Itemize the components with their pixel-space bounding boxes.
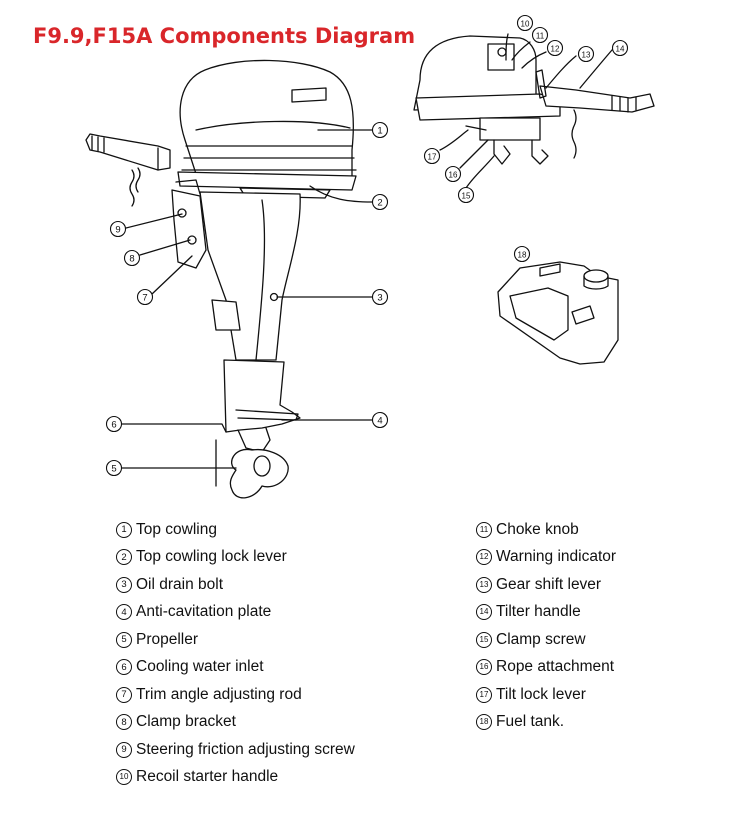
legend-number: 11 [476,521,492,538]
legend-label: Rope attachment [496,658,615,676]
callout-16-number: 16 [449,171,458,180]
legend-label: Anti-cavitation plate [136,603,272,621]
legend-label: Clamp screw [496,630,586,648]
callout-7-number: 7 [142,293,147,304]
callout-9-number: 9 [115,225,120,236]
callout-11-number: 11 [536,32,545,41]
legend-label: Warning indicator [496,548,617,566]
legend-label: Choke knob [496,520,579,538]
callout-13 [577,45,595,63]
callout-18-number: 18 [518,251,527,260]
callout-12 [546,39,564,57]
callout-10-number: 10 [521,20,530,29]
legend-number: 18 [476,714,492,731]
legend-number: 3 [116,576,132,593]
callout-badges [105,14,629,477]
callout-5-number: 5 [111,464,116,475]
legend-label: Tilt lock lever [496,685,586,703]
legend-label: Trim angle adjusting rod [136,685,302,703]
callout-14 [611,39,629,57]
callout-10 [516,14,534,32]
legend-label: Oil drain bolt [136,575,224,593]
legend-number: 2 [116,549,132,566]
callout-5 [105,459,123,477]
legend-label: Clamp bracket [136,713,236,731]
legend-number: 9 [116,741,132,758]
callout-3 [371,288,389,306]
callout-12-number: 12 [551,45,560,54]
legend-number: 10 [116,769,132,786]
diagram-title: F9.9,F15A Components Diagram [33,24,416,48]
legend-number: 7 [116,686,132,703]
callout-17-number: 17 [428,153,437,162]
callout-13-number: 13 [582,51,591,60]
legend-number: 6 [116,659,132,676]
callout-8-number: 8 [129,254,134,265]
legend-number: 15 [476,631,492,648]
callout-18 [513,245,531,263]
callout-15-number: 15 [462,192,471,201]
callout-3-number: 3 [377,293,382,304]
callout-7 [136,288,154,306]
callout-1 [371,121,389,139]
callout-1-number: 1 [377,126,382,137]
callout-6 [105,415,123,433]
fuel-tank-illustration [497,261,619,365]
legend-label: Recoil starter handle [136,768,279,786]
legend-label: Fuel tank. [496,713,565,731]
callout-4 [371,411,389,429]
callout-15 [457,186,475,204]
legend-number: 14 [476,604,492,621]
callout-16 [444,165,462,183]
legend-label: Top cowling lock lever [136,548,287,566]
legend-number: 16 [476,659,492,676]
legend-number: 12 [476,549,492,566]
callout-9 [109,220,127,238]
legend-label: Gear shift lever [496,575,602,593]
components-diagram: 1 2 3 4 5 6 7 8 9 10 11 12 13 14 15 16 1… [85,14,655,499]
callout-14-number: 14 [616,45,625,54]
legend-label: Top cowling [136,520,217,538]
callout-4-number: 4 [377,416,382,427]
callout-numbers: 1 2 3 4 5 6 7 8 9 10 11 12 13 14 15 16 1… [111,20,625,475]
legend-number: 8 [116,714,132,731]
legend-label: Steering friction adjusting screw [136,740,355,758]
callout-2-number: 2 [377,198,382,209]
legend-number: 13 [476,576,492,593]
callout-2 [371,193,389,211]
callout-17 [423,147,441,165]
legend-label: Cooling water inlet [136,658,264,676]
outboard-motor-illustration [85,59,357,499]
legend-label: Tilter handle [496,603,581,621]
legend-label: Propeller [136,630,199,648]
legend-number: 17 [476,686,492,703]
callout-6-number: 6 [111,420,116,431]
callout-8 [123,249,141,267]
legend-number: 5 [116,631,132,648]
legend-number: 1 [116,521,132,538]
callout-11 [531,26,549,44]
legend-number: 4 [116,604,132,621]
